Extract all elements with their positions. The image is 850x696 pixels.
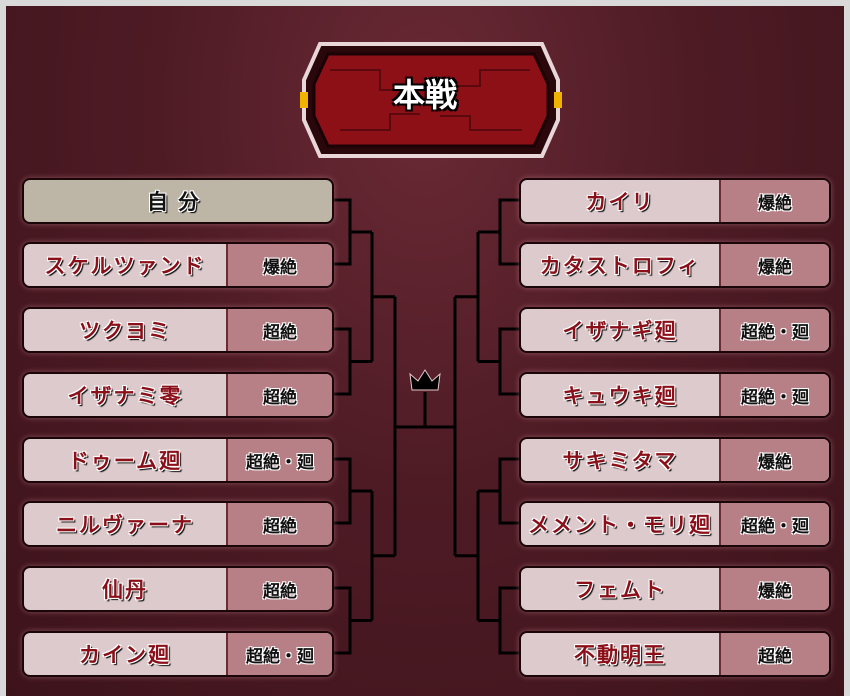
entry-difficulty-tag: 超絶・廻 bbox=[719, 503, 829, 545]
right-entry[interactable]: サキミタマ 爆絶 bbox=[519, 437, 831, 483]
entry-difficulty-tag: 超絶 bbox=[226, 503, 332, 545]
entry-name: フェムト bbox=[574, 578, 666, 602]
bracket-line bbox=[498, 586, 519, 655]
right-entry[interactable]: イザナギ廻 超絶・廻 bbox=[519, 307, 831, 353]
right-entry[interactable]: メメント・モリ廻超絶・廻 bbox=[519, 501, 831, 547]
entry-name: キュウキ廻 bbox=[562, 384, 678, 408]
tournament-bracket: 本戦 自分スケルツァンド爆絶ツクヨミ超絶イザナミ零超絶ドゥーム廻超絶・廻ニルヴァ… bbox=[6, 6, 844, 696]
left-entry[interactable]: カイン廻 超絶・廻 bbox=[22, 631, 334, 677]
entry-difficulty-tag: 超絶・廻 bbox=[226, 633, 332, 675]
right-entry[interactable]: カイリ 爆絶 bbox=[519, 178, 831, 224]
entry-difficulty-tag: 超絶・廻 bbox=[719, 374, 829, 416]
bracket-lines bbox=[332, 198, 519, 655]
entry-name: イザナミ零 bbox=[67, 384, 183, 408]
entry-name: 仙丹 bbox=[102, 578, 148, 602]
crown-icon bbox=[409, 369, 441, 391]
entry-difficulty-tag: 爆絶 bbox=[719, 180, 829, 222]
entry-name: カイリ bbox=[585, 190, 655, 214]
entry-difficulty-tag: 爆絶 bbox=[719, 439, 829, 481]
bracket-line bbox=[498, 457, 519, 525]
right-entry[interactable]: カタストロフィ爆絶 bbox=[519, 242, 831, 288]
left-entry[interactable]: スケルツァンド爆絶 bbox=[22, 242, 334, 288]
right-entry[interactable]: フェムト 爆絶 bbox=[519, 566, 831, 612]
entry-difficulty-tag: 超絶 bbox=[719, 633, 829, 675]
entry-name: スケルツァンド bbox=[44, 254, 206, 278]
right-entry[interactable]: 不動明王 超絶 bbox=[519, 631, 831, 677]
entry-name: ニルヴァーナ bbox=[56, 513, 194, 537]
left-entry[interactable]: 仙丹 超絶 bbox=[22, 566, 334, 612]
entry-difficulty-tag: 爆絶 bbox=[719, 568, 829, 610]
bracket-line bbox=[332, 586, 352, 655]
bracket-line bbox=[498, 327, 519, 396]
entry-name: 不動明王 bbox=[574, 643, 666, 667]
entry-difficulty-tag: 超絶・廻 bbox=[226, 439, 332, 481]
left-entry[interactable]: ドゥーム廻 超絶・廻 bbox=[22, 437, 334, 483]
title-banner bbox=[300, 42, 562, 158]
bracket-line bbox=[332, 198, 352, 266]
entry-name: ツクヨミ bbox=[79, 319, 171, 343]
bracket-line bbox=[498, 198, 519, 266]
bracket-line bbox=[332, 327, 352, 396]
bracket-line bbox=[332, 457, 352, 525]
entry-difficulty-tag: 爆絶 bbox=[226, 244, 332, 286]
entry-name: ドゥーム廻 bbox=[67, 449, 183, 473]
entry-difficulty-tag: 超絶 bbox=[226, 309, 332, 351]
entry-difficulty-tag: 爆絶 bbox=[719, 244, 829, 286]
entry-name: カイン廻 bbox=[79, 643, 171, 667]
entry-name: イザナギ廻 bbox=[562, 319, 678, 343]
left-entry[interactable]: ニルヴァーナ 超絶 bbox=[22, 501, 334, 547]
entry-name: サキミタマ bbox=[562, 449, 678, 473]
entry-difficulty-tag: 超絶 bbox=[226, 374, 332, 416]
entry-difficulty-tag: 超絶・廻 bbox=[719, 309, 829, 351]
left-entry[interactable]: ツクヨミ 超絶 bbox=[22, 307, 334, 353]
entry-name: 自分 bbox=[147, 190, 209, 214]
right-entry[interactable]: キュウキ廻 超絶・廻 bbox=[519, 372, 831, 418]
entry-difficulty-tag: 超絶 bbox=[226, 568, 332, 610]
entry-name: カタストロフィ bbox=[539, 254, 701, 278]
entry-name: メメント・モリ廻 bbox=[528, 513, 712, 537]
page-title: 本戦 bbox=[392, 76, 457, 114]
left-entry[interactable]: 自分 bbox=[22, 178, 334, 224]
left-entry[interactable]: イザナミ零 超絶 bbox=[22, 372, 334, 418]
